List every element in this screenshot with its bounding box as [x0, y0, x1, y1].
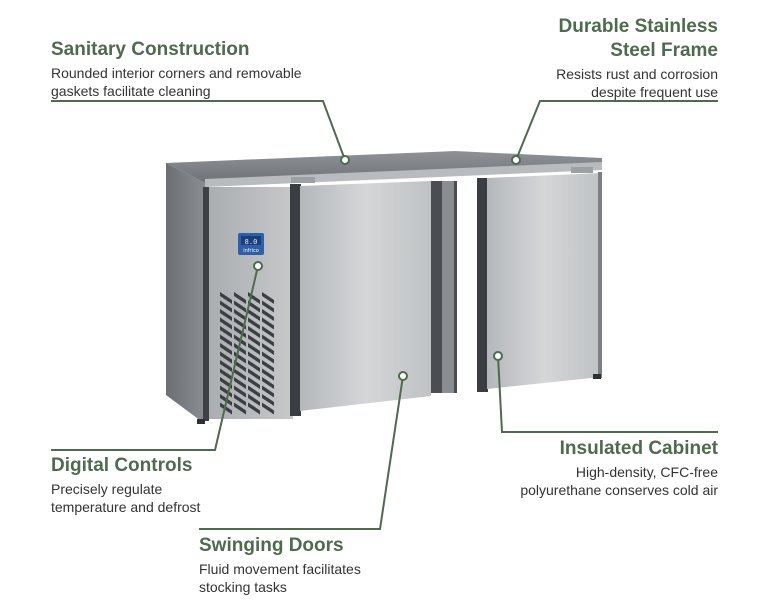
- callout-title: Insulated Cabinet: [559, 438, 718, 459]
- callout-description: Rounded interior corners and removable g…: [51, 64, 371, 100]
- leader-doors: [199, 375, 404, 530]
- cabinet-top: [166, 151, 602, 183]
- callout-title: Digital Controls: [51, 455, 193, 476]
- leader-digital: [51, 265, 259, 451]
- door-right-edge: [598, 172, 602, 378]
- description-line: gaskets facilitate cleaning: [51, 83, 211, 99]
- callout-insulated-cabinet: Insulated Cabinet High-density, CFC-free…: [418, 437, 718, 499]
- marker-dots: [253, 155, 521, 381]
- foot-right: [593, 374, 601, 379]
- display-readout: 8.0: [245, 238, 258, 246]
- panel-frame-left: [203, 187, 209, 421]
- description-line: Precisely regulate: [51, 481, 163, 497]
- leader-steel: [515, 100, 718, 161]
- marker-digital: [253, 261, 263, 271]
- marker-insulated: [493, 351, 503, 361]
- description-line: High-density, CFC-free: [575, 464, 718, 480]
- callout-description: High-density, CFC-free polyurethane cons…: [418, 463, 718, 499]
- callout-description: Resists rust and corrosion despite frequ…: [458, 65, 718, 101]
- description-line: temperature and defrost: [51, 499, 201, 515]
- hinge-right: [571, 167, 593, 173]
- display-screen: [241, 236, 261, 245]
- description-line: polyurethane conserves cold air: [520, 482, 718, 498]
- leader-insulated: [497, 355, 718, 433]
- callout-digital-controls: Digital Controls Precisely regulate temp…: [51, 454, 311, 516]
- callout-title: Swinging Doors: [199, 535, 344, 556]
- callout-title: Durable Stainless Steel Frame: [458, 15, 718, 63]
- cabinet-side: [166, 163, 205, 424]
- mullion-inner: [442, 181, 454, 393]
- marker-sanitary: [340, 155, 350, 165]
- description-line: Fluid movement facilitates: [199, 561, 361, 577]
- marker-steel: [511, 155, 521, 165]
- callout-stainless-steel-frame: Durable Stainless Steel Frame Resists ru…: [458, 15, 718, 101]
- callout-title: Sanitary Construction: [51, 39, 250, 60]
- door-left-frame: [290, 184, 301, 416]
- leader-lines: [51, 100, 718, 530]
- door-left: [300, 181, 431, 411]
- title-line: Steel Frame: [610, 40, 718, 61]
- hinge-left: [291, 177, 315, 183]
- callout-sanitary-construction: Sanitary Construction Rounded interior c…: [51, 38, 371, 100]
- description-line: stocking tasks: [199, 579, 287, 595]
- callout-swinging-doors: Swinging Doors Fluid movement facilitate…: [199, 534, 459, 596]
- leader-sanitary: [51, 100, 346, 161]
- description-line: Resists rust and corrosion: [556, 66, 718, 82]
- door-right-frame: [477, 178, 488, 392]
- description-line: Rounded interior corners and removable: [51, 65, 302, 81]
- callout-description: Fluid movement facilitates stocking task…: [199, 560, 459, 596]
- callout-description: Precisely regulate temperature and defro…: [51, 480, 311, 516]
- description-line: despite frequent use: [591, 84, 718, 100]
- display-brand: infrico: [243, 248, 259, 254]
- marker-doors: [398, 371, 408, 381]
- title-line: Durable Stainless: [558, 16, 718, 37]
- foot-left: [197, 419, 205, 424]
- door-right: [487, 173, 601, 389]
